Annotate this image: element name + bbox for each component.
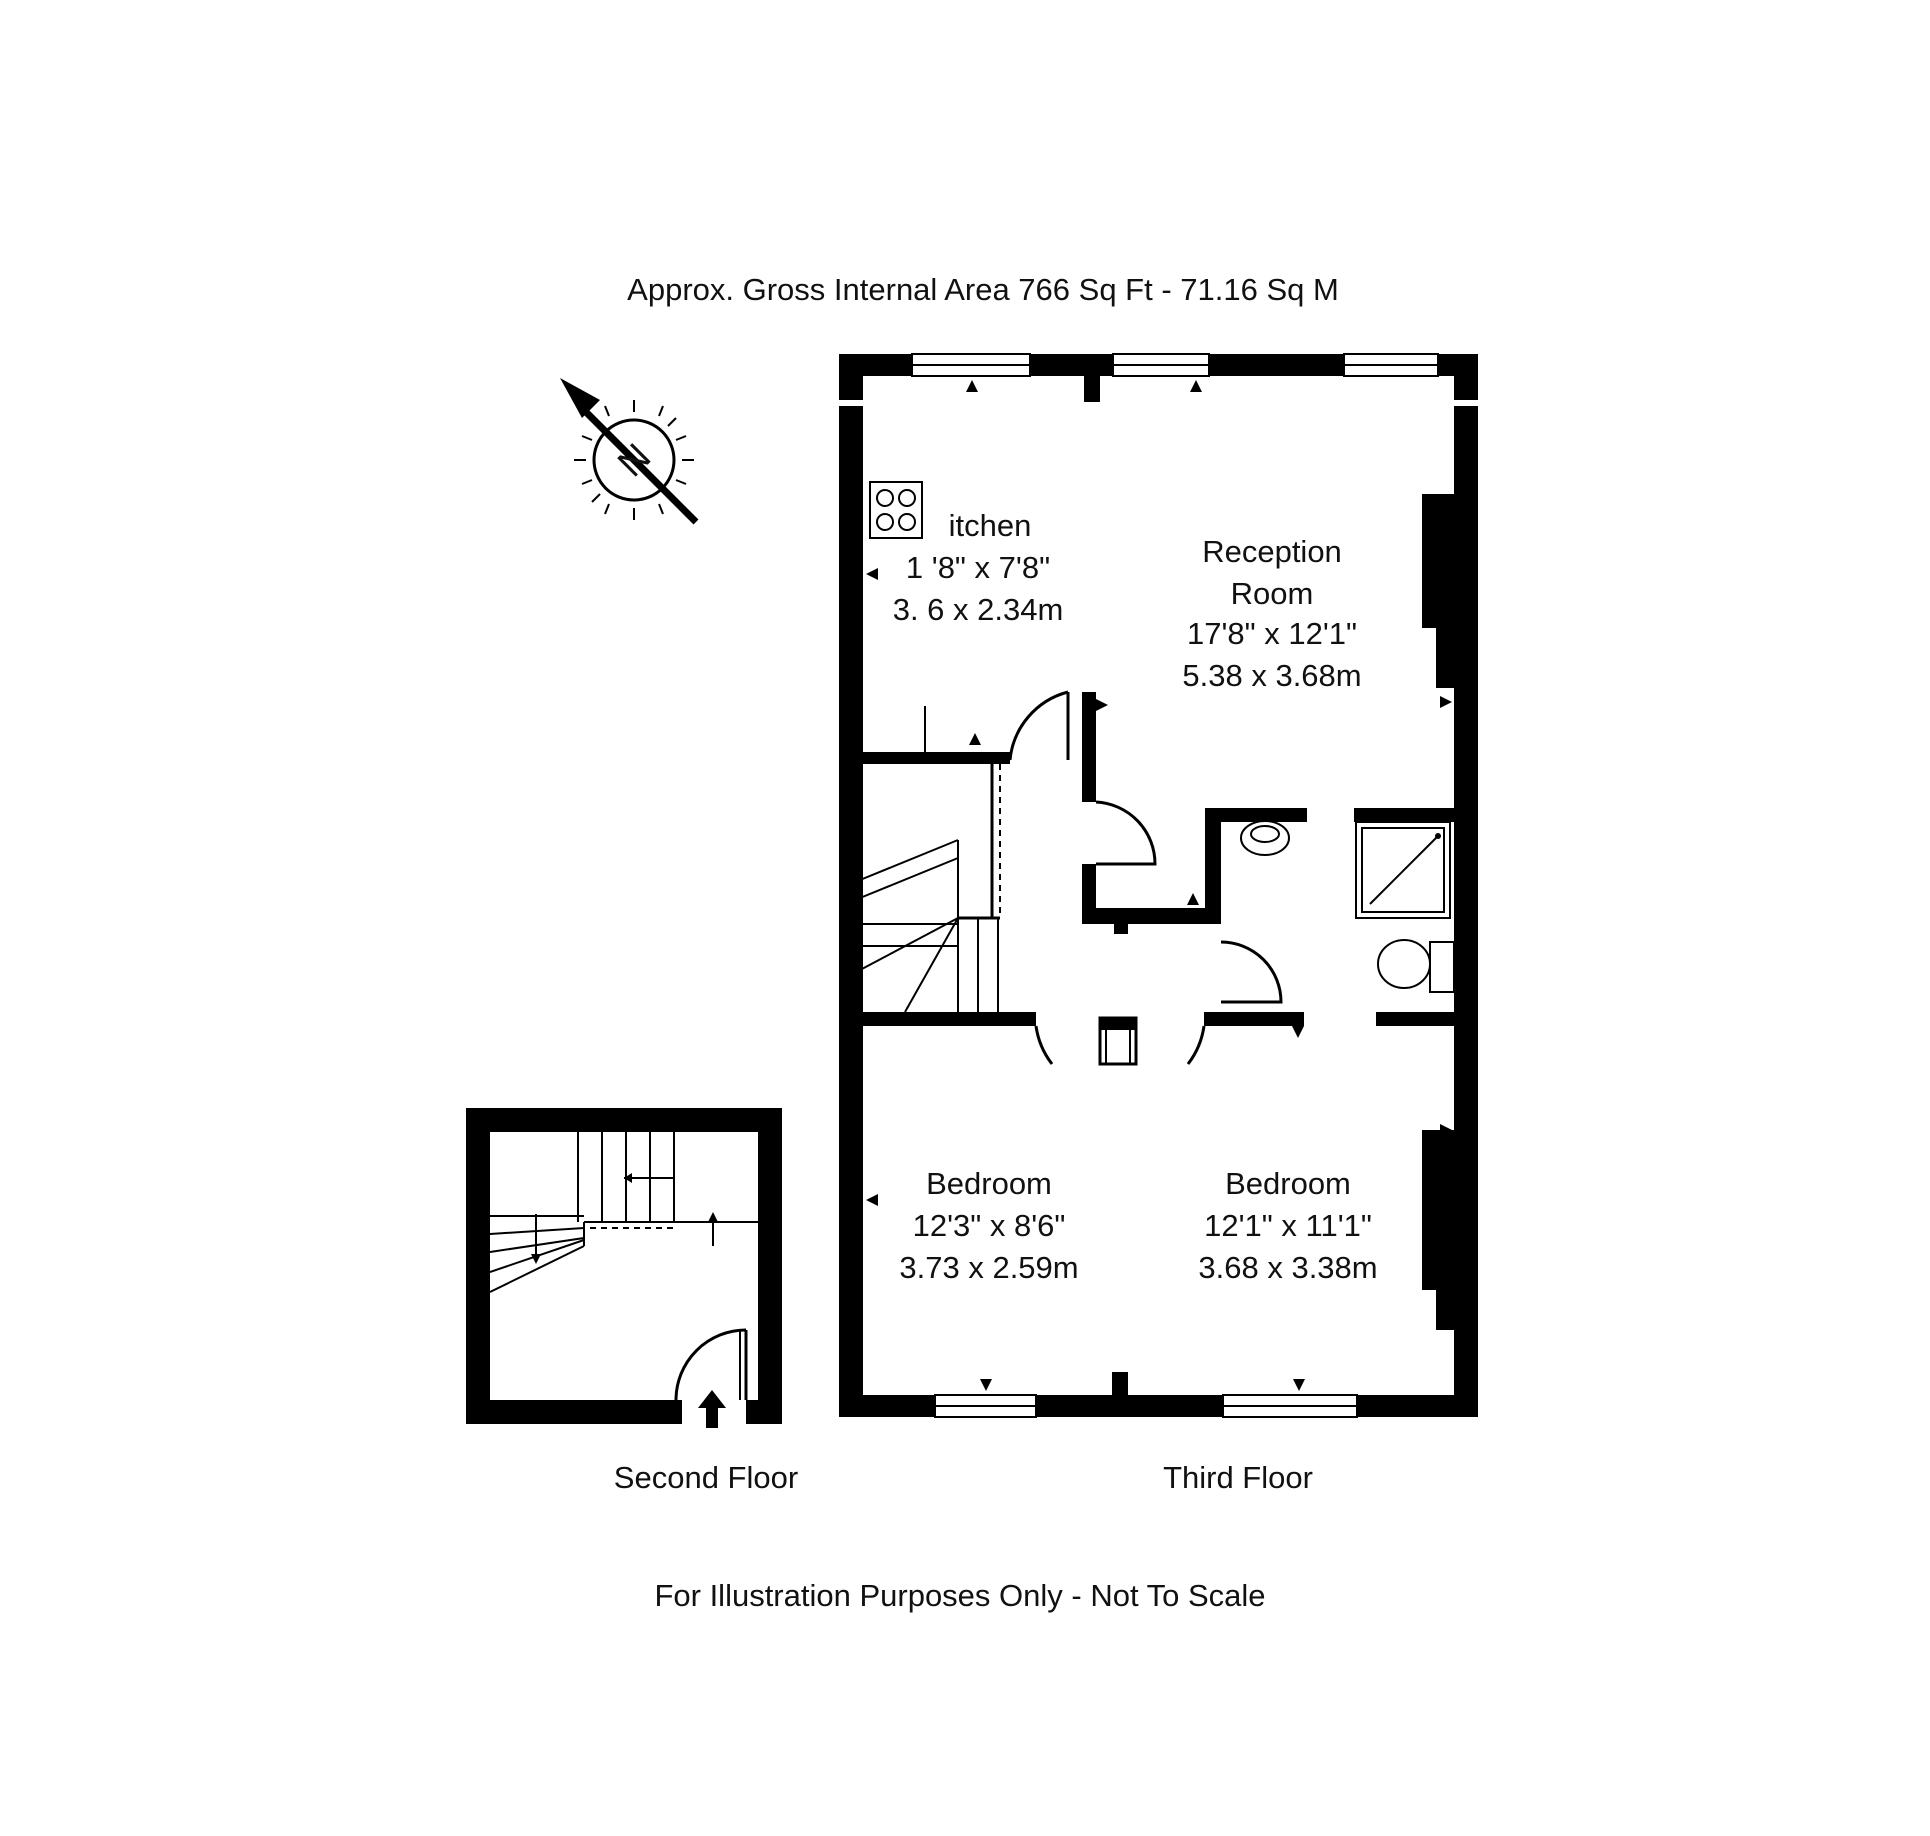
window-bottom-2 [1222, 1379, 1358, 1418]
staircase-icon [859, 764, 1001, 1026]
reception-dim-imperial: 17'8" x 12'1" [1187, 616, 1357, 651]
bedroom-right-name: Bedroom [1225, 1166, 1351, 1201]
disclaimer-text: For Illustration Purposes Only - Not To … [654, 1578, 1265, 1613]
gross-area-text: Approx. Gross Internal Area 766 Sq Ft - … [627, 272, 1339, 307]
bedroom-right-dim-metric: 3.68 x 3.38m [1198, 1250, 1377, 1285]
third-floor-label: Third Floor [1163, 1460, 1313, 1495]
third-floor-plan [839, 353, 1478, 1418]
reception-label: Reception Room 17'8" x 12'1" 5.38 x 3.68… [1182, 534, 1361, 693]
wc-basin-icon [1240, 820, 1290, 856]
kitchen-dim-imperial: 1 '8" x 7'8" [906, 550, 1050, 585]
kitchen-name: itchen [949, 508, 1032, 543]
reception-dim-metric: 5.38 x 3.68m [1182, 658, 1361, 693]
bedroom-right-label: Bedroom 12'1" x 11'1" 3.68 x 3.38m [1198, 1166, 1377, 1285]
second-floor-label: Second Floor [614, 1460, 798, 1495]
kitchen-dim-metric: 3. 6 x 2.34m [893, 592, 1064, 627]
bedroom-left-name: Bedroom [926, 1166, 1052, 1201]
bedroom-left-dim-metric: 3.73 x 2.59m [899, 1250, 1078, 1285]
toilet-icon [1377, 939, 1455, 993]
north-compass-icon: N [560, 378, 699, 525]
bedroom-left-dim-imperial: 12'3" x 8'6" [913, 1208, 1066, 1243]
window-top-1 [911, 353, 1031, 392]
reception-name-1: Reception [1202, 534, 1342, 569]
window-top-2 [1112, 353, 1210, 392]
reception-name-2: Room [1231, 576, 1314, 611]
bedroom-right-dim-imperial: 12'1" x 11'1" [1204, 1208, 1372, 1243]
entrance-arrow-icon [698, 1390, 726, 1428]
second-floor-stairs-icon [489, 1132, 758, 1293]
cupboard-icon [1098, 1016, 1138, 1066]
kitchen-label: itchen 1 '8" x 7'8" 3. 6 x 2.34m [893, 508, 1064, 627]
window-bottom-1 [934, 1379, 1037, 1418]
window-top-3 [1343, 353, 1439, 377]
shower-tray-icon [1355, 821, 1451, 919]
bedroom-left-label: Bedroom 12'3" x 8'6" 3.73 x 2.59m [899, 1166, 1078, 1285]
second-floor-plan [466, 1108, 782, 1428]
hob-icon [869, 481, 923, 539]
